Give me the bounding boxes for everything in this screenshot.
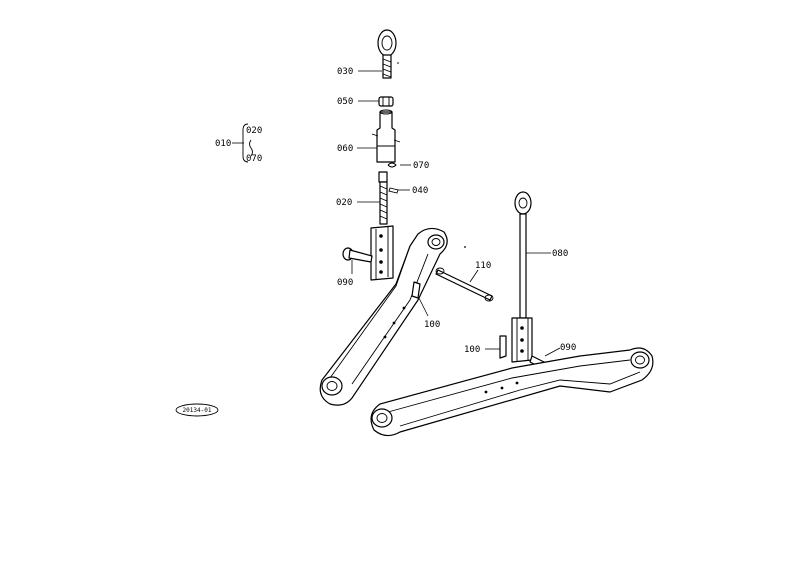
part-030-ball-end <box>377 29 397 79</box>
left-lower-link <box>319 227 448 406</box>
group-bracket-010 <box>232 123 253 163</box>
reference-code: 20134-01 <box>183 407 212 414</box>
part-090-pin-left <box>342 247 373 274</box>
label-020-group: 020 <box>246 126 262 136</box>
label-110: 110 <box>475 261 491 271</box>
label-070: 070 <box>413 161 429 171</box>
label-100-left: 100 <box>424 320 440 330</box>
label-090-right: 090 <box>560 343 576 353</box>
label-020: 020 <box>336 198 352 208</box>
part-070-clip <box>387 162 397 168</box>
part-020-threaded-end <box>370 171 394 281</box>
label-010: 010 <box>215 139 231 149</box>
part-100-bracket-right <box>485 335 507 359</box>
part-080-lift-rod <box>511 191 551 363</box>
label-040: 040 <box>412 186 428 196</box>
label-030: 030 <box>337 67 353 77</box>
part-100-bracket-left <box>411 281 429 317</box>
label-050: 050 <box>337 97 353 107</box>
label-090-left: 090 <box>337 278 353 288</box>
part-110-stabilizer <box>435 246 494 302</box>
part-060-body <box>371 109 401 163</box>
part-040-pin <box>388 187 399 194</box>
part-050-nut <box>378 96 394 107</box>
label-060: 060 <box>337 144 353 154</box>
reference-code-box: 20134-01 <box>175 403 219 417</box>
right-lower-link <box>370 347 654 437</box>
label-080: 080 <box>552 249 568 259</box>
top-link-assembly <box>370 29 401 281</box>
label-100-right: 100 <box>464 345 480 355</box>
label-070-group: 070 <box>246 154 262 164</box>
